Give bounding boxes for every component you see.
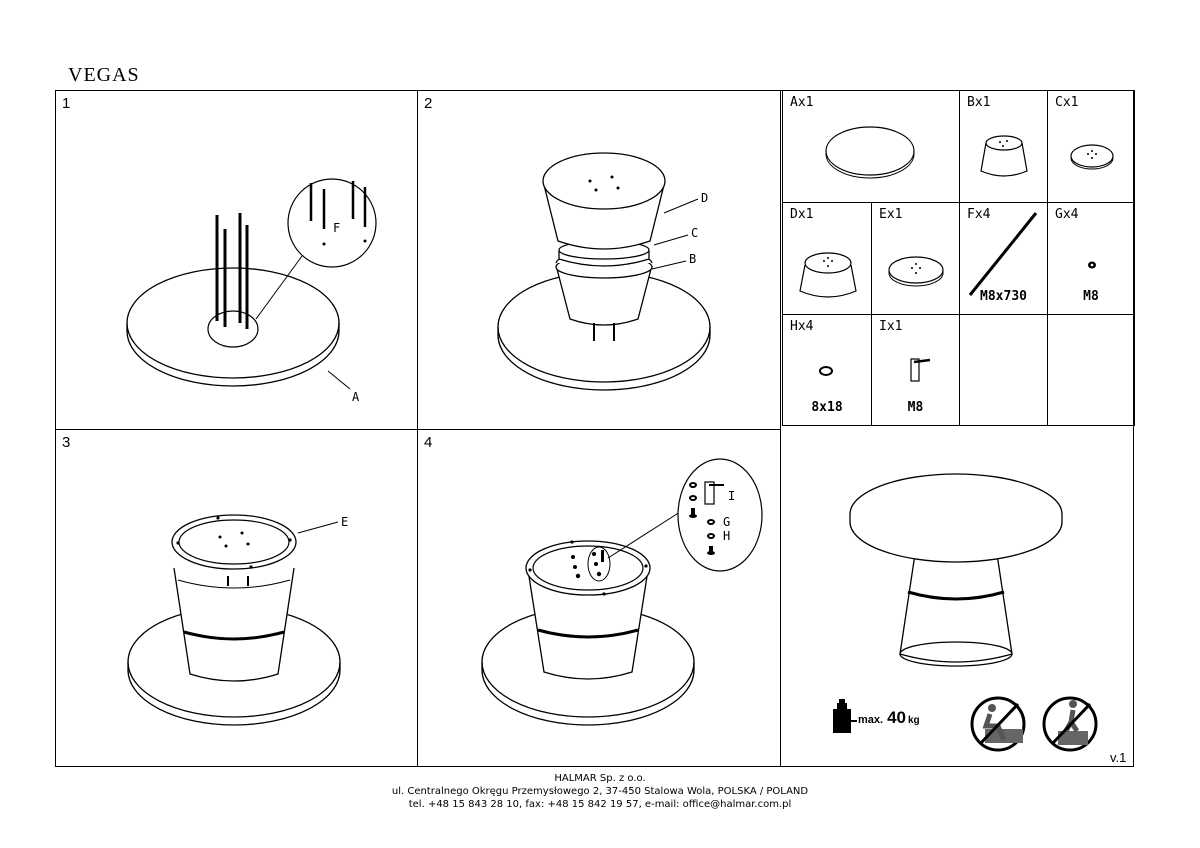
step-number: 4: [424, 434, 433, 451]
part-label: Ax1: [790, 95, 814, 110]
step-4-panel: 4 I G H: [417, 429, 781, 767]
part-cell-empty: [1047, 314, 1135, 426]
part-label: Bx1: [967, 95, 991, 110]
label-E: E: [341, 515, 348, 529]
max-label: max.: [858, 714, 884, 726]
part-label: Ix1: [879, 319, 903, 334]
part-cell-C: Cx1: [1047, 90, 1135, 203]
max-load-value: 40: [887, 708, 906, 727]
label-D: D: [701, 191, 708, 205]
version-label: v.1: [1110, 750, 1127, 765]
label-F: F: [333, 221, 340, 235]
part-label: Fx4: [967, 207, 991, 222]
no-sitting-icon: [970, 696, 1026, 752]
part-spec: M8: [907, 400, 924, 415]
part-cell-E: Ex1: [871, 202, 960, 315]
document-title: VEGAS: [68, 64, 140, 86]
part-cell-F: Fx4 M8x730: [959, 202, 1048, 315]
label-H: H: [723, 529, 730, 543]
max-load-unit: kg: [908, 715, 920, 726]
part-cell-I: Ix1 M8: [871, 314, 960, 426]
weight-icon: [833, 699, 857, 733]
part-spec: M8x730: [980, 289, 1027, 304]
part-spec: 8x18: [811, 400, 843, 415]
finished-table-illustration: [833, 473, 1098, 752]
step-3-panel: 3 E: [55, 429, 418, 767]
step-3-illustration: E: [127, 514, 348, 726]
label-C: C: [691, 226, 698, 240]
footer: HALMAR Sp. z o.o. ul. Centralnego Okręgu…: [0, 772, 1200, 811]
label-B: B: [689, 252, 696, 266]
part-label: Dx1: [790, 207, 814, 222]
step-number: 1: [62, 95, 71, 112]
label-G: G: [723, 515, 730, 529]
footer-contact: tel. +48 15 843 28 10, fax: +48 15 842 1…: [408, 799, 792, 810]
part-label: Hx4: [790, 319, 814, 334]
parts-table: Ax1 Bx1 Cx1 Dx1 Ex1 Fx4 M8x730 Gx4 M8 Hx…: [782, 90, 1135, 426]
part-cell-D: Dx1: [782, 202, 872, 315]
label-I: I: [728, 489, 735, 503]
footer-address: ul. Centralnego Okręgu Przemysłowego 2, …: [391, 786, 809, 797]
part-cell-B: Bx1: [959, 90, 1048, 203]
step-4-illustration: I G H: [481, 458, 763, 726]
part-spec: M8: [1083, 289, 1099, 304]
step-1-illustration: F A: [126, 178, 377, 404]
step-number: 2: [424, 95, 433, 112]
step-number: 3: [62, 434, 71, 451]
part-label: Ex1: [879, 207, 903, 222]
part-cell-H: Hx4 8x18: [782, 314, 872, 426]
step-2-panel: 2 D C B: [417, 90, 781, 430]
finished-product-panel: [780, 426, 1134, 767]
part-label: Gx4: [1055, 207, 1079, 222]
step-1-panel: 1 F A: [55, 90, 418, 430]
part-cell-empty: [959, 314, 1048, 426]
part-cell-G: Gx4 M8: [1047, 202, 1135, 315]
step-2-illustration: D C B: [497, 152, 711, 391]
no-standing-icon: [1042, 696, 1098, 752]
part-label: Cx1: [1055, 95, 1079, 110]
part-cell-A: Ax1: [782, 90, 960, 203]
label-A: A: [352, 390, 360, 404]
footer-company: HALMAR Sp. z o.o.: [554, 773, 646, 784]
